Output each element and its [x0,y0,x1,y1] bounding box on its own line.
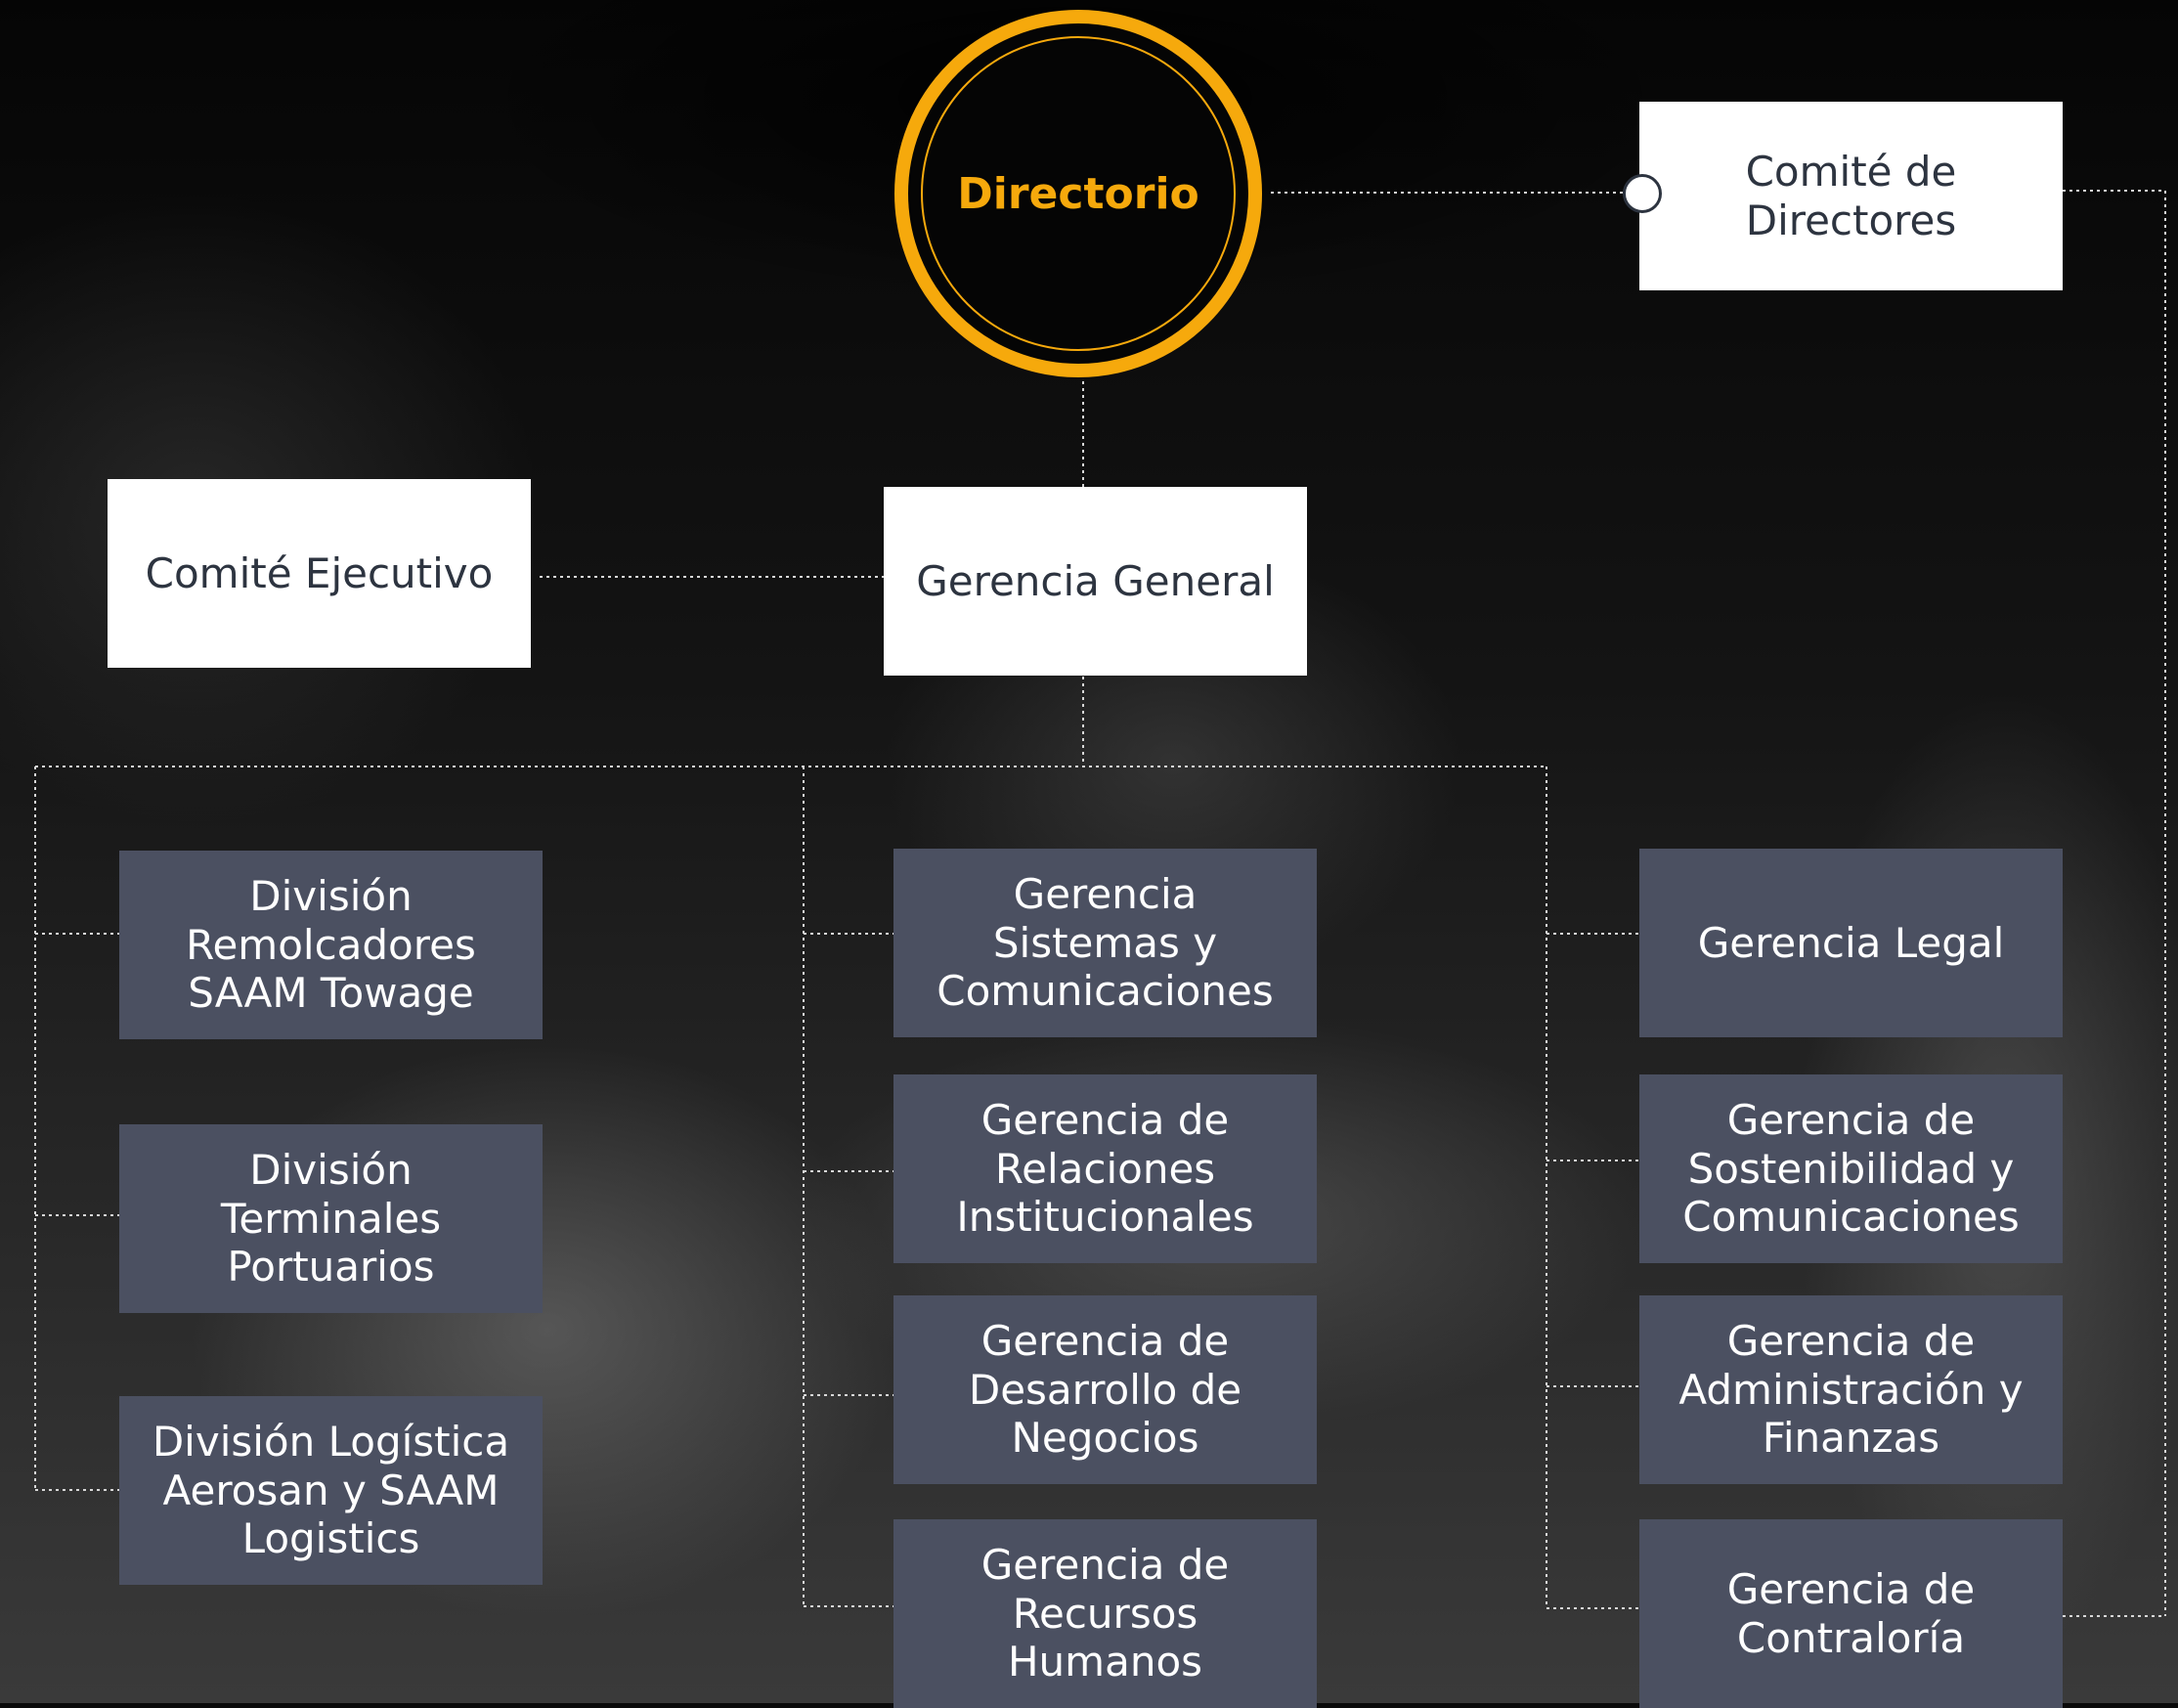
division-logistica-label: División Logística Aerosan y SAAM Logist… [152,1418,510,1563]
gerencia-recursos-humanos-label: Gerencia de Recursos Humanos [980,1541,1230,1686]
gerencia-general-box[interactable]: Gerencia General [884,487,1307,676]
division-terminales-label: División Terminales Portuarios [220,1146,442,1292]
division-remolcadores-box[interactable]: División Remolcadores SAAM Towage [119,851,543,1039]
gerencia-relaciones-label: Gerencia de Relaciones Institucionales [956,1096,1254,1242]
directorio-node[interactable]: Directorio [894,10,1262,377]
gerencia-general-label: Gerencia General [916,556,1275,605]
directorio-label: Directorio [957,168,1199,219]
comite-ejecutivo-box[interactable]: Comité Ejecutivo [108,479,531,668]
gerencia-sostenibilidad-label: Gerencia de Sostenibilidad y Comunicacio… [1682,1096,2020,1242]
gerencia-contraloria-box[interactable]: Gerencia de Contraloría [1639,1519,2063,1708]
gerencia-desarrollo-label: Gerencia de Desarrollo de Negocios [968,1317,1242,1463]
gerencia-administracion-box[interactable]: Gerencia de Administración y Finanzas [1639,1295,2063,1484]
gerencia-relaciones-box[interactable]: Gerencia de Relaciones Institucionales [893,1074,1317,1263]
comite-directores-label: Comité de Directores [1745,147,1957,244]
gerencia-contraloria-label: Gerencia de Contraloría [1726,1564,1976,1662]
gerencia-legal-label: Gerencia Legal [1697,918,2005,967]
comite-directores-box[interactable]: Comité de Directores [1639,102,2063,290]
division-terminales-box[interactable]: División Terminales Portuarios [119,1124,543,1313]
gerencia-sistemas-label: Gerencia Sistemas y Comunicaciones [937,870,1274,1016]
division-remolcadores-label: División Remolcadores SAAM Towage [186,872,476,1018]
division-logistica-box[interactable]: División Logística Aerosan y SAAM Logist… [119,1396,543,1585]
gerencia-legal-box[interactable]: Gerencia Legal [1639,849,2063,1037]
gerencia-recursos-humanos-box[interactable]: Gerencia de Recursos Humanos [893,1519,1317,1708]
gerencia-desarrollo-box[interactable]: Gerencia de Desarrollo de Negocios [893,1295,1317,1484]
directorio-inner-ring [921,36,1236,351]
gerencia-sostenibilidad-box[interactable]: Gerencia de Sostenibilidad y Comunicacio… [1639,1074,2063,1263]
gerencia-sistemas-box[interactable]: Gerencia Sistemas y Comunicaciones [893,849,1317,1037]
gerencia-administracion-label: Gerencia de Administración y Finanzas [1678,1317,2024,1463]
comite-ejecutivo-label: Comité Ejecutivo [145,548,494,597]
connector-node-circle [1623,174,1662,213]
